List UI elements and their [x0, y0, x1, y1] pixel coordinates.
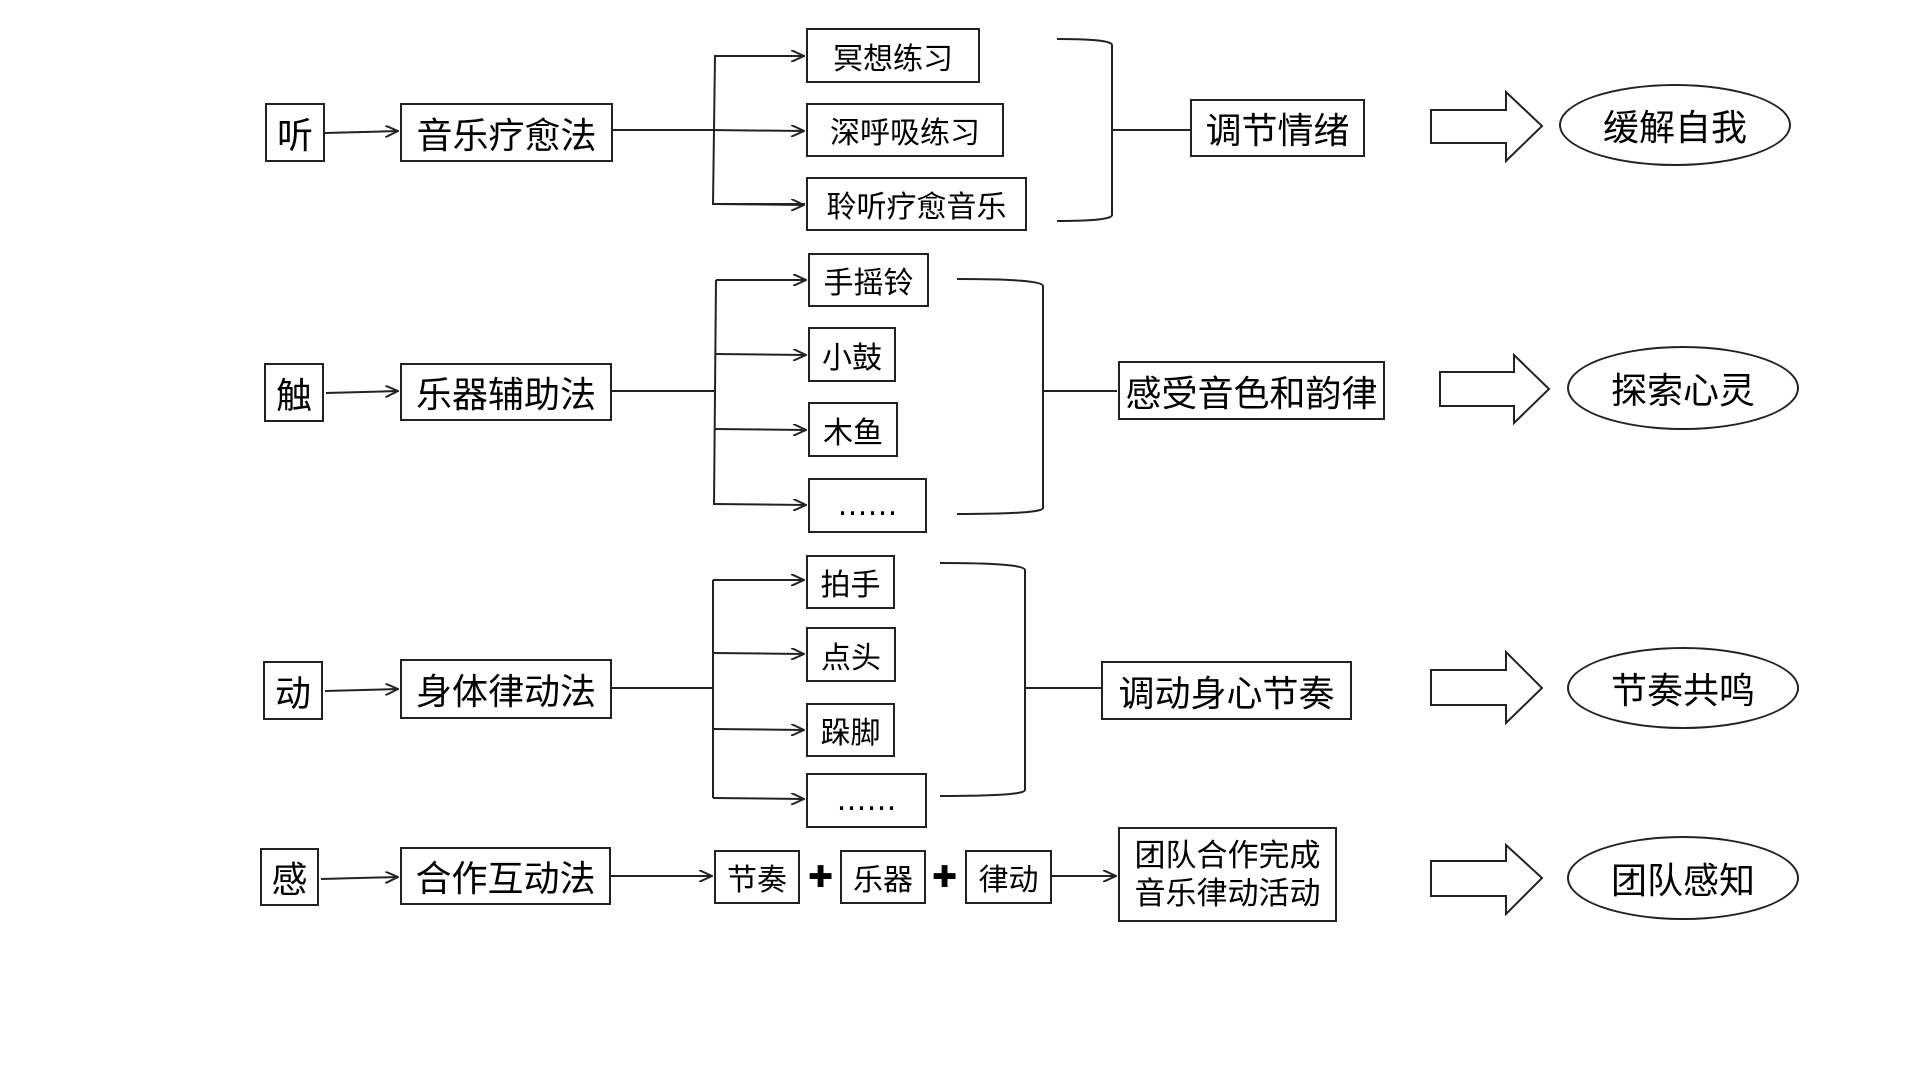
effect-box-regulate-emotions: 调节情绪	[1190, 99, 1365, 157]
item-label: 律动	[978, 863, 1039, 898]
outcome-ellipse-explore-soul: 探索心灵	[1567, 346, 1799, 430]
item-label: 点头	[821, 640, 881, 676]
item-box-healing-music: 聆听疗愈音乐	[806, 177, 1027, 231]
method-box-body-rhythm: 身体律动法	[400, 659, 612, 719]
item-label: 木鱼	[823, 415, 883, 451]
sense-label: 听	[276, 115, 313, 157]
item-label: 深呼吸练习	[830, 116, 980, 151]
item-label: 乐器	[853, 863, 913, 898]
sense-box-feel: 感	[260, 848, 319, 906]
row-4-connectors	[320, 876, 1116, 879]
item-box-hand-bell: 手摇铃	[808, 253, 929, 307]
item-label: 聆听疗愈音乐	[826, 190, 1007, 225]
item-label: 手摇铃	[823, 266, 914, 301]
item-box-ellipsis: ……	[808, 478, 927, 533]
row-3-block-arrow	[1430, 649, 1544, 726]
method-box-instrument-assisted: 乐器辅助法	[400, 363, 612, 421]
effect-label: 调动身心节奏	[1118, 673, 1335, 715]
effect-label-line-1: 团队合作完成	[1134, 837, 1321, 874]
sense-box-move: 动	[263, 661, 323, 720]
effect-label-line-2: 音乐律动活动	[1134, 875, 1321, 912]
plus-icon: ✚	[932, 860, 958, 895]
outcome-ellipse-rhythm-resonance: 节奏共鸣	[1567, 647, 1799, 729]
item-box-rhythmic-movement: 律动	[965, 850, 1052, 904]
item-label: ……	[836, 783, 897, 818]
item-box-wooden-fish: 木鱼	[808, 402, 898, 457]
item-box-nod: 点头	[806, 627, 896, 682]
plus-icon: ✚	[808, 860, 834, 895]
sense-label: 感	[271, 860, 308, 901]
method-label: 音乐疗愈法	[416, 115, 597, 157]
row-1-connectors	[324, 38, 1190, 222]
row-2-block-arrow	[1439, 352, 1551, 426]
item-box-small-drum: 小鼓	[808, 327, 896, 382]
method-box-cooperative-interaction: 合作互动法	[400, 847, 611, 905]
method-box-music-therapy: 音乐疗愈法	[400, 103, 613, 162]
outcome-ellipse-relieve-self: 缓解自我	[1559, 84, 1791, 166]
item-label: 拍手	[820, 568, 881, 603]
item-box-clap: 拍手	[806, 555, 895, 609]
outcome-label: 探索心灵	[1610, 371, 1755, 412]
outcome-label: 缓解自我	[1602, 108, 1747, 149]
row-1-block-arrow	[1430, 89, 1544, 164]
item-label: 小鼓	[822, 340, 882, 376]
outcome-label: 团队感知	[1610, 861, 1755, 902]
outcome-label: 节奏共鸣	[1610, 671, 1755, 712]
row-3-connectors	[324, 562, 1101, 799]
row-2-connectors	[325, 279, 1117, 515]
item-label: 节奏	[727, 863, 787, 898]
item-box-instrument: 乐器	[840, 850, 926, 904]
row-4-block-arrow	[1430, 842, 1544, 917]
item-box-ellipsis: ……	[806, 773, 927, 828]
effect-box-team-activity: 团队合作完成 音乐律动活动	[1118, 827, 1337, 922]
outcome-ellipse-team-perception: 团队感知	[1567, 836, 1799, 920]
item-box-deep-breathing: 深呼吸练习	[806, 103, 1004, 157]
sense-box-touch: 触	[264, 363, 324, 422]
item-box-meditation: 冥想练习	[806, 28, 980, 83]
method-label: 合作互动法	[415, 859, 596, 900]
effect-label: 调节情绪	[1205, 111, 1350, 152]
sense-box-listen: 听	[265, 103, 325, 162]
sense-label: 动	[274, 673, 311, 715]
item-label: 冥想练习	[833, 41, 953, 77]
item-label: 跺脚	[820, 716, 881, 751]
item-box-rhythm: 节奏	[714, 850, 800, 904]
effect-box-mobilize-body-mind: 调动身心节奏	[1101, 661, 1352, 720]
sense-label: 触	[275, 375, 312, 417]
effect-label: 感受音色和韵律	[1125, 373, 1378, 415]
item-box-stomp: 跺脚	[806, 703, 895, 757]
item-label: ……	[837, 488, 898, 523]
method-label: 乐器辅助法	[415, 375, 596, 416]
effect-box-feel-timbre-rhythm: 感受音色和韵律	[1118, 361, 1385, 420]
method-label: 身体律动法	[415, 672, 596, 713]
